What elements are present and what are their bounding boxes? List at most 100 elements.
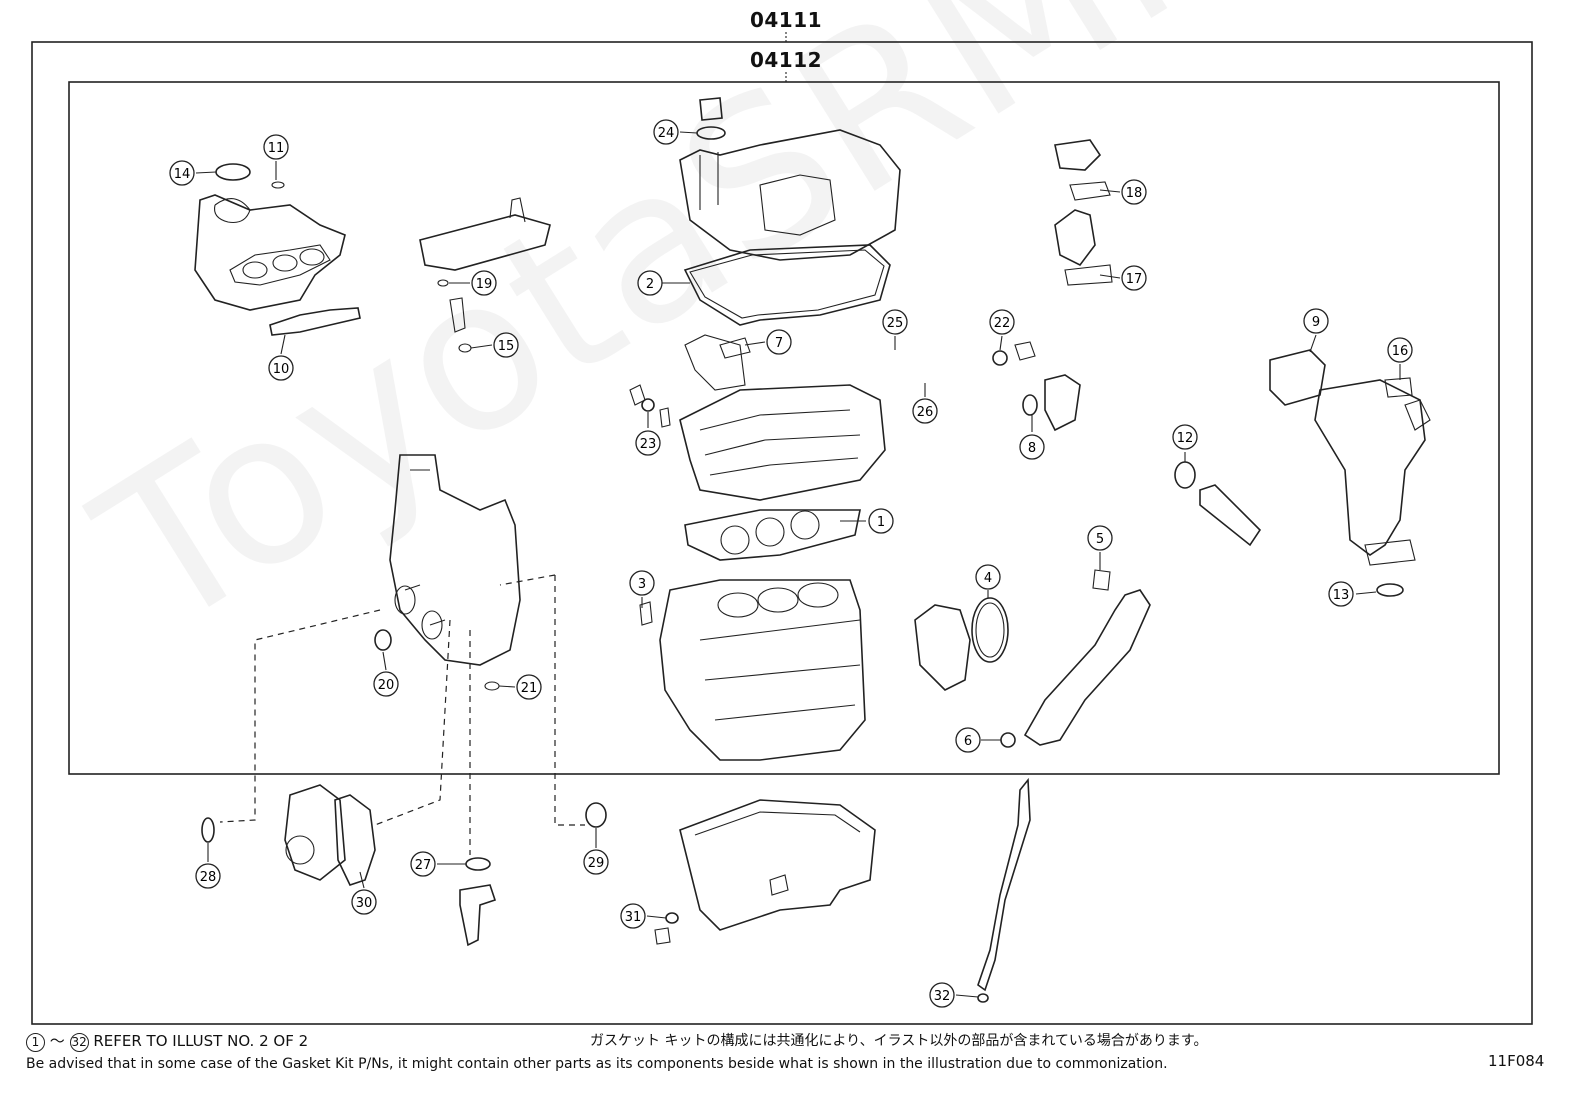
callout-17: 17 — [1121, 265, 1147, 291]
callout-23: 23 — [635, 430, 661, 456]
callout-circle — [635, 430, 661, 456]
callout-circle — [620, 903, 646, 929]
callout-circle — [471, 270, 497, 296]
callout-circle — [268, 355, 294, 381]
figure-code: 11F084 — [1488, 1052, 1545, 1070]
callout-number: 23 — [640, 437, 657, 452]
timing-cover-drawing — [219, 454, 585, 855]
head-cover-drawing — [679, 97, 901, 391]
callout-number: 30 — [356, 896, 373, 911]
callout-number: 3 — [638, 577, 646, 592]
callout-circle — [955, 727, 981, 753]
callout-number: 25 — [887, 316, 904, 331]
callout-circle — [1121, 265, 1147, 291]
callout-22: 22 — [989, 309, 1015, 335]
callout-20: 20 — [373, 671, 399, 697]
callout-circle — [583, 849, 609, 875]
dipstick-drawing — [977, 777, 1031, 1003]
callout-6: 6 — [955, 727, 981, 753]
water-pipe-drawing — [1000, 569, 1151, 748]
callout-number: 14 — [174, 167, 191, 182]
callout-leaders — [195, 131, 1401, 998]
kit-code-inner: 04112 — [749, 48, 823, 72]
callout-number: 18 — [1126, 186, 1143, 201]
exhaust-manifold-drawing — [1269, 349, 1431, 597]
callout-number: 6 — [964, 734, 972, 749]
callout-5: 5 — [1087, 525, 1113, 551]
callout-number: 24 — [658, 126, 675, 141]
japanese-note: ガスケット キットの構成には共通化により、イラスト以外の部品が含まれている場合が… — [590, 1033, 1208, 1049]
callout-27: 27 — [410, 851, 436, 877]
callout-number: 31 — [625, 910, 642, 925]
callout-15: 15 — [493, 332, 519, 358]
callout-9: 9 — [1303, 308, 1329, 334]
callout-number: 17 — [1126, 272, 1143, 287]
callout-32: 32 — [929, 982, 955, 1008]
callout-circle — [929, 982, 955, 1008]
callout-1: 1 — [868, 508, 894, 534]
cylinder-block-drawing — [639, 579, 866, 761]
callout-circle — [410, 851, 436, 877]
footer-refer-line: 1 ～ 32 REFER TO ILLUST NO. 2 OF 2 — [26, 1030, 308, 1052]
callout-number: 29 — [588, 856, 605, 871]
callout-30: 30 — [351, 889, 377, 915]
callout-21: 21 — [516, 674, 542, 700]
callout-number: 21 — [521, 681, 538, 696]
callout-number: 10 — [273, 362, 290, 377]
callout-circle — [1328, 581, 1354, 607]
water-pump-drawing — [201, 784, 607, 947]
callout-circle — [263, 134, 289, 160]
callout-number: 28 — [200, 870, 217, 885]
callout-number: 2 — [646, 277, 654, 292]
callout-19: 19 — [471, 270, 497, 296]
callout-number: 13 — [1333, 588, 1350, 603]
callout-number: 15 — [498, 339, 515, 354]
callout-28: 28 — [195, 863, 221, 889]
callout-circle — [351, 889, 377, 915]
callout-10: 10 — [268, 355, 294, 381]
callout-14: 14 — [169, 160, 195, 186]
callout-circle — [195, 863, 221, 889]
callout-number: 12 — [1177, 431, 1194, 446]
callout-circle — [868, 508, 894, 534]
callout-circle — [989, 309, 1015, 335]
callout-31: 31 — [620, 903, 646, 929]
english-note: Be advised that in some case of the Gask… — [26, 1056, 1168, 1072]
callout-circle — [766, 329, 792, 355]
callout-circle — [493, 332, 519, 358]
callout-11: 11 — [263, 134, 289, 160]
bypass-hose-drawing — [1174, 461, 1262, 547]
callout-number: 16 — [1392, 344, 1409, 359]
kit-frame-inner — [68, 81, 1500, 775]
callout-circle — [975, 564, 1001, 590]
callout-number: 11 — [268, 141, 285, 156]
callout-circle — [1303, 308, 1329, 334]
oil-seal-retainer-drawing — [914, 597, 1009, 691]
callout-circle — [516, 674, 542, 700]
callout-7: 7 — [766, 329, 792, 355]
callout-12: 12 — [1172, 424, 1198, 450]
callout-circle — [1087, 525, 1113, 551]
callout-26: 26 — [912, 398, 938, 424]
callout-number: 5 — [1096, 532, 1104, 547]
callout-24: 24 — [653, 119, 679, 145]
callout-number: 20 — [378, 678, 395, 693]
callout-circle — [912, 398, 938, 424]
callout-8: 8 — [1019, 434, 1045, 460]
callout-number: 22 — [994, 316, 1011, 331]
callout-circle — [653, 119, 679, 145]
callout-number: 19 — [476, 277, 493, 292]
callout-circle — [1019, 434, 1045, 460]
callout-circle — [637, 270, 663, 296]
refer-note: REFER TO ILLUST NO. 2 OF 2 — [93, 1032, 309, 1050]
callout-circle — [1121, 179, 1147, 205]
callout-number: 27 — [415, 858, 432, 873]
callout-number: 4 — [984, 571, 992, 586]
callout-25: 25 — [882, 309, 908, 335]
callout-18: 18 — [1121, 179, 1147, 205]
callout-circle — [629, 570, 655, 596]
callout-3: 3 — [629, 570, 655, 596]
kit-frame-outer — [31, 41, 1533, 1025]
